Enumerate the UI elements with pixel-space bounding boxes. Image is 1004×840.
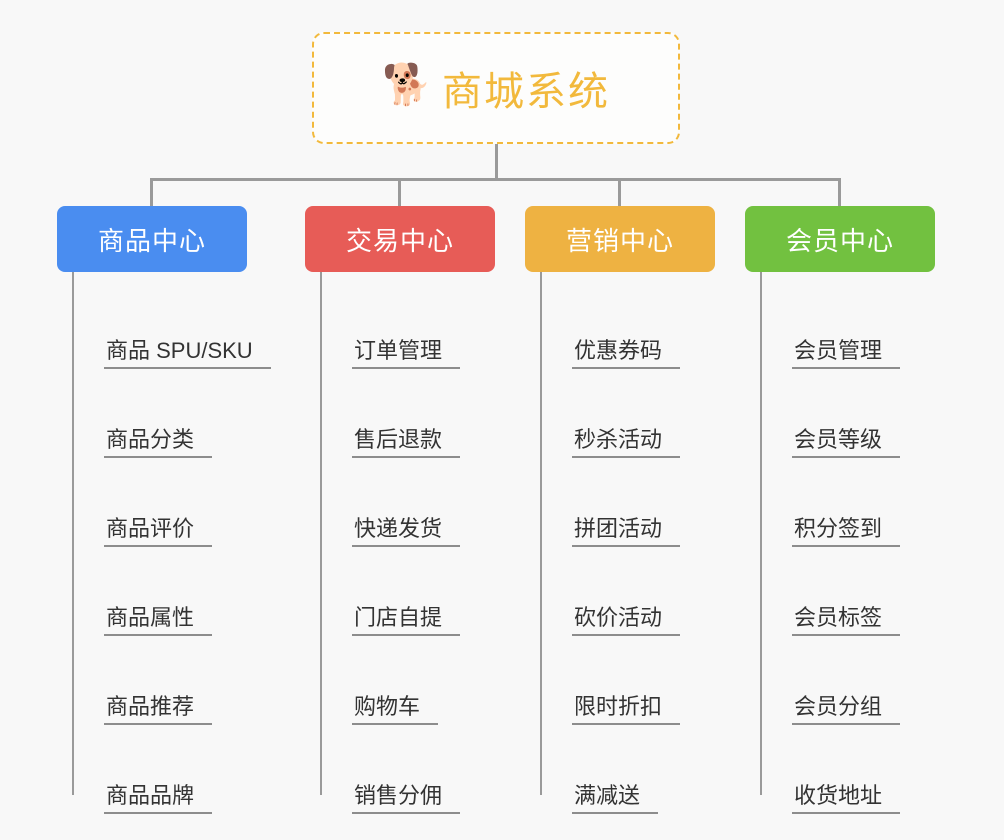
leaf-item-label: 收货地址 xyxy=(792,783,901,814)
connector-drop-3 xyxy=(618,178,621,208)
leaf-item[interactable]: 快递发货 xyxy=(320,458,495,547)
connector-drop-1 xyxy=(150,178,153,208)
connector-spine xyxy=(72,272,74,795)
leaf-item[interactable]: 拼团活动 xyxy=(540,458,715,547)
leaf-item-label: 会员等级 xyxy=(792,427,901,458)
category-header-label: 营销中心 xyxy=(565,225,674,256)
leaf-item-label: 快递发货 xyxy=(352,516,461,547)
category-header-member-center[interactable]: 会员中心 xyxy=(745,206,935,272)
branch-column-product-center: 商品中心 商品 SPU/SKU 商品分类 商品评价 商品属性 商品推荐 商品品牌 xyxy=(57,206,271,814)
category-header-trade-center[interactable]: 交易中心 xyxy=(305,206,495,272)
connector-drop-4 xyxy=(838,178,841,208)
shiba-dog-face-icon: 🐕 xyxy=(382,63,432,107)
connector-spine xyxy=(320,272,322,795)
leaf-item[interactable]: 售后退款 xyxy=(320,369,495,458)
leaf-item[interactable]: 会员标签 xyxy=(760,547,935,636)
leaf-item-label: 满减送 xyxy=(572,783,659,814)
leaf-item-label: 商品品牌 xyxy=(104,783,213,814)
leaf-item[interactable]: 优惠券码 xyxy=(540,280,715,369)
leaf-item[interactable]: 限时折扣 xyxy=(540,636,715,725)
leaf-item[interactable]: 销售分佣 xyxy=(320,725,495,814)
leaf-item[interactable]: 积分签到 xyxy=(760,458,935,547)
connector-horizontal-bus xyxy=(150,178,840,181)
leaf-item-label: 优惠券码 xyxy=(572,338,681,369)
leaf-item-label: 会员分组 xyxy=(792,694,901,725)
leaf-item[interactable]: 购物车 xyxy=(320,636,495,725)
leaf-item-label: 购物车 xyxy=(352,694,439,725)
leaf-item-label: 门店自提 xyxy=(352,605,461,636)
leaf-item[interactable]: 门店自提 xyxy=(320,547,495,636)
leaf-item[interactable]: 秒杀活动 xyxy=(540,369,715,458)
leaf-list-marketing-center: 优惠券码 秒杀活动 拼团活动 砍价活动 限时折扣 满减送 xyxy=(540,272,715,814)
category-header-label: 会员中心 xyxy=(785,225,894,256)
leaf-item-label: 商品属性 xyxy=(104,605,213,636)
leaf-item[interactable]: 商品 SPU/SKU xyxy=(72,280,271,369)
category-header-product-center[interactable]: 商品中心 xyxy=(57,206,247,272)
leaf-item[interactable]: 会员管理 xyxy=(760,280,935,369)
leaf-item-label: 会员管理 xyxy=(792,338,901,369)
leaf-item[interactable]: 收货地址 xyxy=(760,725,935,814)
leaf-item-label: 销售分佣 xyxy=(352,783,461,814)
leaf-item[interactable]: 商品分类 xyxy=(72,369,247,458)
leaf-item-label: 拼团活动 xyxy=(572,516,681,547)
leaf-list-member-center: 会员管理 会员等级 积分签到 会员标签 会员分组 收货地址 xyxy=(760,272,935,814)
leaf-item[interactable]: 订单管理 xyxy=(320,280,495,369)
connector-drop-2 xyxy=(398,178,401,208)
category-header-marketing-center[interactable]: 营销中心 xyxy=(525,206,715,272)
leaf-item-label: 商品推荐 xyxy=(104,694,213,725)
leaf-item[interactable]: 会员分组 xyxy=(760,636,935,725)
leaf-item[interactable]: 满减送 xyxy=(540,725,715,814)
leaf-item-label: 积分签到 xyxy=(792,516,901,547)
leaf-item-label: 限时折扣 xyxy=(572,694,681,725)
branch-column-member-center: 会员中心 会员管理 会员等级 积分签到 会员标签 会员分组 收货地址 xyxy=(745,206,935,814)
leaf-item-label: 砍价活动 xyxy=(572,605,681,636)
leaf-item[interactable]: 商品品牌 xyxy=(72,725,247,814)
branch-column-trade-center: 交易中心 订单管理 售后退款 快递发货 门店自提 购物车 销售分佣 xyxy=(305,206,495,814)
leaf-item-label: 会员标签 xyxy=(792,605,901,636)
branch-column-marketing-center: 营销中心 优惠券码 秒杀活动 拼团活动 砍价活动 限时折扣 满减送 xyxy=(525,206,715,814)
leaf-list-trade-center: 订单管理 售后退款 快递发货 门店自提 购物车 销售分佣 xyxy=(320,272,495,814)
leaf-item[interactable]: 会员等级 xyxy=(760,369,935,458)
leaf-item-label: 商品分类 xyxy=(104,427,213,458)
leaf-list-product-center: 商品 SPU/SKU 商品分类 商品评价 商品属性 商品推荐 商品品牌 xyxy=(72,272,271,814)
leaf-item-label: 售后退款 xyxy=(352,427,461,458)
leaf-item-label: 商品 SPU/SKU xyxy=(104,338,271,369)
category-header-label: 交易中心 xyxy=(345,225,454,256)
leaf-item[interactable]: 商品推荐 xyxy=(72,636,247,725)
connector-spine xyxy=(540,272,542,795)
connector-root-stem xyxy=(495,144,498,180)
leaf-item[interactable]: 砍价活动 xyxy=(540,547,715,636)
category-header-label: 商品中心 xyxy=(97,225,206,256)
root-node-shop-system[interactable]: 🐕 商城系统 xyxy=(312,32,680,144)
connector-spine xyxy=(760,272,762,795)
leaf-item[interactable]: 商品属性 xyxy=(72,547,247,636)
leaf-item-label: 秒杀活动 xyxy=(572,427,681,458)
leaf-item-label: 订单管理 xyxy=(352,338,461,369)
root-node-title: 商城系统 xyxy=(442,70,610,114)
leaf-item[interactable]: 商品评价 xyxy=(72,458,247,547)
leaf-item-label: 商品评价 xyxy=(104,516,213,547)
